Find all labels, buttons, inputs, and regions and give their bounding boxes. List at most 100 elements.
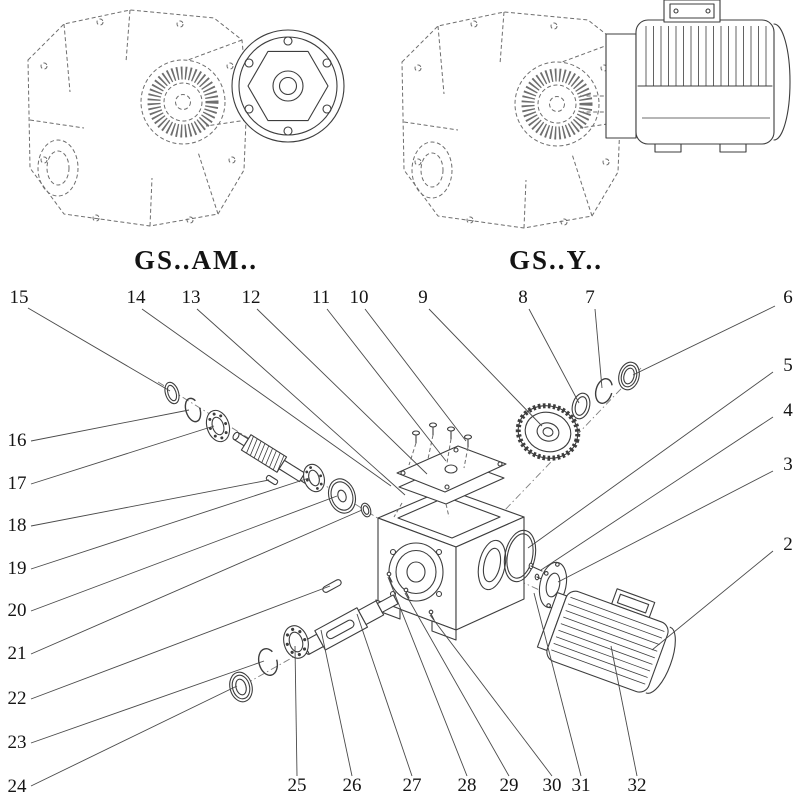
- gearbox-housing-drawing-right: [402, 12, 621, 228]
- part-number-7: 7: [585, 287, 595, 308]
- motor-terminal-box: [663, 0, 721, 23]
- gearbox-housing-drawing: [27, 9, 248, 227]
- model-label-gs-y: GS..Y..: [509, 245, 603, 275]
- leader-line-14: [141, 308, 392, 487]
- part-number-16: 16: [8, 430, 27, 451]
- vent-plug: [444, 464, 458, 474]
- part-number-30: 30: [543, 775, 562, 796]
- leader-line-31: [533, 592, 582, 777]
- leader-line-20: [30, 495, 338, 612]
- part-oil-seal-24: [229, 671, 253, 703]
- motor-foot: [654, 143, 682, 153]
- leader-line-28: [387, 576, 468, 777]
- leader-line-2: [651, 550, 774, 651]
- leader-line-27: [356, 613, 413, 777]
- part-snap-ring-7: [594, 378, 614, 404]
- part-number-31: 31: [572, 775, 591, 796]
- part-number-23: 23: [8, 732, 27, 753]
- part-number-25: 25: [288, 775, 307, 796]
- leader-line-19: [30, 477, 310, 570]
- leader-line-15: [27, 307, 171, 392]
- part-number-24: 24: [8, 776, 28, 797]
- part-number-32: 32: [628, 775, 647, 796]
- leader-line-12: [256, 308, 428, 475]
- leader-line-21: [30, 509, 363, 655]
- part-number-19: 19: [8, 558, 27, 579]
- part-number-10: 10: [350, 287, 369, 308]
- leader-line-8: [528, 308, 580, 404]
- part-number-26: 26: [343, 775, 362, 796]
- motor-drawing-assembled: [605, 0, 791, 153]
- part-number-11: 11: [312, 287, 330, 308]
- part-helical-gear-9: [515, 403, 581, 461]
- leader-line-26: [320, 629, 353, 777]
- leader-line-29: [404, 592, 510, 777]
- part-number-4: 4: [783, 400, 793, 421]
- leader-line-11: [326, 308, 447, 462]
- part-pin-18: [265, 474, 279, 486]
- part-number-29: 29: [500, 775, 519, 796]
- motor-rear-cap: [773, 23, 791, 141]
- output-flange-drawing: [231, 29, 345, 143]
- part-key-22: [322, 579, 342, 593]
- part-number-12: 12: [242, 287, 261, 308]
- part-snap-ring-16: [184, 397, 202, 423]
- part-worm-gear-disc-20: [327, 478, 357, 514]
- part-number-27: 27: [403, 775, 422, 796]
- leader-line-4: [540, 416, 774, 571]
- part-number-21: 21: [8, 643, 27, 664]
- input-shaft-hub: [140, 59, 226, 145]
- part-bearing-17: [205, 409, 231, 443]
- leader-line-18: [30, 479, 270, 527]
- part-number-2: 2: [783, 534, 793, 555]
- leader-line-3: [557, 470, 774, 583]
- motor-fins: [551, 596, 665, 685]
- part-number-28: 28: [458, 775, 477, 796]
- leader-line-16: [30, 409, 190, 442]
- part-bearing-25: [283, 625, 309, 659]
- part-number-18: 18: [8, 515, 27, 536]
- part-number-20: 20: [8, 600, 27, 621]
- leader-line-7: [594, 308, 603, 389]
- motor-input-shaft-dashed: [580, 95, 606, 113]
- part-output-shaft: [301, 594, 399, 655]
- leader-line-24: [30, 685, 238, 787]
- gear-housing: [375, 488, 525, 641]
- part-number-15: 15: [10, 287, 29, 308]
- leader-line-9: [428, 308, 543, 427]
- leader-line-25: [294, 645, 298, 777]
- model-label-gs-am: GS..AM..: [134, 245, 258, 275]
- leader-line-10: [364, 308, 467, 442]
- leader-line-5: [527, 371, 774, 549]
- part-number-14: 14: [127, 287, 147, 308]
- part-snap-ring-23: [257, 648, 279, 676]
- exploded-view: [157, 361, 676, 703]
- motor-foot: [719, 143, 747, 153]
- part-ring-21: [360, 502, 372, 518]
- leader-line-17: [30, 425, 215, 485]
- leader-line-22: [30, 585, 331, 700]
- motor-terminal-box-exploded: [611, 588, 656, 619]
- part-number-17: 17: [8, 473, 27, 494]
- part-number-22: 22: [8, 688, 27, 709]
- gear-axis-line: [502, 367, 642, 513]
- part-flange-gasket-5: [503, 529, 537, 583]
- part-seal-ring-15: [164, 381, 180, 405]
- leader-line-6: [632, 305, 776, 376]
- part-number-9: 9: [418, 287, 428, 308]
- leader-line-30: [429, 614, 553, 777]
- part-cover-bolts-10: [411, 422, 473, 448]
- part-bearing-19: [303, 463, 325, 493]
- part-top-cover-12: [396, 445, 507, 493]
- part-number-6: 6: [783, 287, 793, 308]
- part-seal-6: [618, 361, 640, 391]
- part-screws-28-29-30: [386, 571, 435, 621]
- leader-line-32: [610, 645, 638, 777]
- part-number-3: 3: [783, 454, 793, 475]
- motor-cooling-fins: [645, 26, 767, 86]
- leader-line-13: [196, 308, 406, 496]
- part-number-13: 13: [182, 287, 201, 308]
